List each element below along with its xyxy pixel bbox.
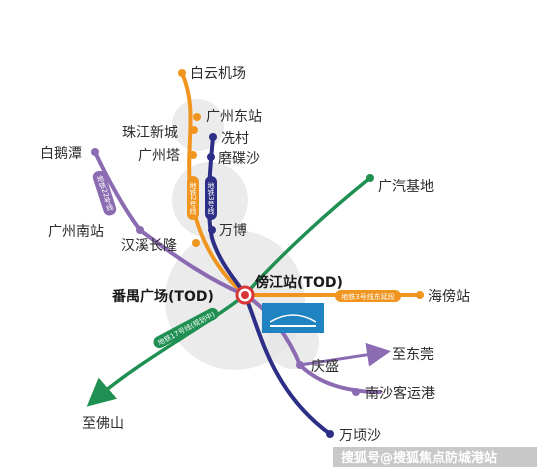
station-haibang: 海傍站 (428, 288, 470, 305)
station-dot (208, 226, 216, 234)
station-guangzhou-south: 广州南站 (48, 224, 104, 240)
station-dot (366, 174, 374, 182)
station-dot (326, 430, 334, 438)
station-baiyun-airport: 白云机场 (190, 66, 246, 82)
station-dot (178, 69, 186, 77)
station-hanxi-changlong: 汉溪长隆 (121, 238, 177, 254)
station-to-dongguan: 至东莞 (392, 347, 434, 363)
station-dot (352, 388, 360, 396)
line-label-pill (92, 170, 117, 216)
station-dot (193, 113, 201, 121)
metro-hub-icon (235, 285, 255, 305)
station-dot (136, 226, 144, 234)
station-dot (296, 361, 304, 369)
line-3-east-label: 地铁3号线东延段 (341, 292, 394, 301)
station-modiesha: 磨碟沙 (218, 151, 260, 167)
station-canton-tower: 广州塔 (138, 148, 180, 164)
station-qingsheng: 庆盛 (311, 359, 339, 375)
station-guangqi-base: 广汽基地 (378, 178, 434, 195)
station-dot (416, 291, 424, 299)
station-dot (91, 148, 99, 156)
project-logo-box (262, 303, 324, 333)
line-3-pill: 地铁3号线 (205, 176, 217, 220)
station-zhujiang-newtown: 珠江新城 (122, 125, 178, 141)
station-panyu-square: 番禺广场(TOD) (111, 288, 214, 305)
line-2-label: 地铁2号线 (189, 181, 197, 214)
station-wanbo: 万博 (219, 222, 247, 239)
watermark-bg (333, 447, 537, 467)
station-guangzhou-east: 广州东站 (206, 109, 262, 125)
line-22-to-dongguan (299, 342, 391, 367)
station-dot (189, 151, 197, 159)
project-logo-icon (262, 303, 324, 333)
logo-bar-icon (270, 325, 316, 327)
coverage-circle (172, 99, 224, 151)
line-3-label: 地铁3号线 (207, 181, 215, 214)
line-label-pill (187, 176, 199, 220)
logo-arc-icon (269, 314, 317, 323)
line-label-pill (335, 290, 401, 302)
station-to-foshan: 至佛山 (82, 416, 124, 432)
watermark-text: 搜狐号@搜狐焦点防城港站 (341, 450, 497, 466)
station-wanqingsha: 万顷沙 (339, 428, 381, 444)
station-dot (190, 126, 198, 134)
station-xiancun: 冼村 (221, 131, 249, 147)
line-3-east-pill: 地铁3号线东延段 (335, 290, 401, 302)
station-dots (91, 69, 424, 438)
station-dot (192, 239, 200, 247)
station-bangjiang: 傍江站(TOD) (255, 274, 343, 291)
station-nansha-port: 南沙客运港 (365, 385, 435, 402)
station-dot (209, 133, 217, 141)
line-label-pill (153, 307, 219, 349)
station-dot (207, 153, 215, 161)
watermark: 搜狐号@搜狐焦点防城港站 (333, 447, 537, 467)
line-label-pill (205, 176, 217, 220)
station-baietan: 白鹅潭 (40, 145, 82, 162)
hub-core (241, 291, 249, 299)
line-2-pill: 地铁2号线 (187, 176, 199, 220)
